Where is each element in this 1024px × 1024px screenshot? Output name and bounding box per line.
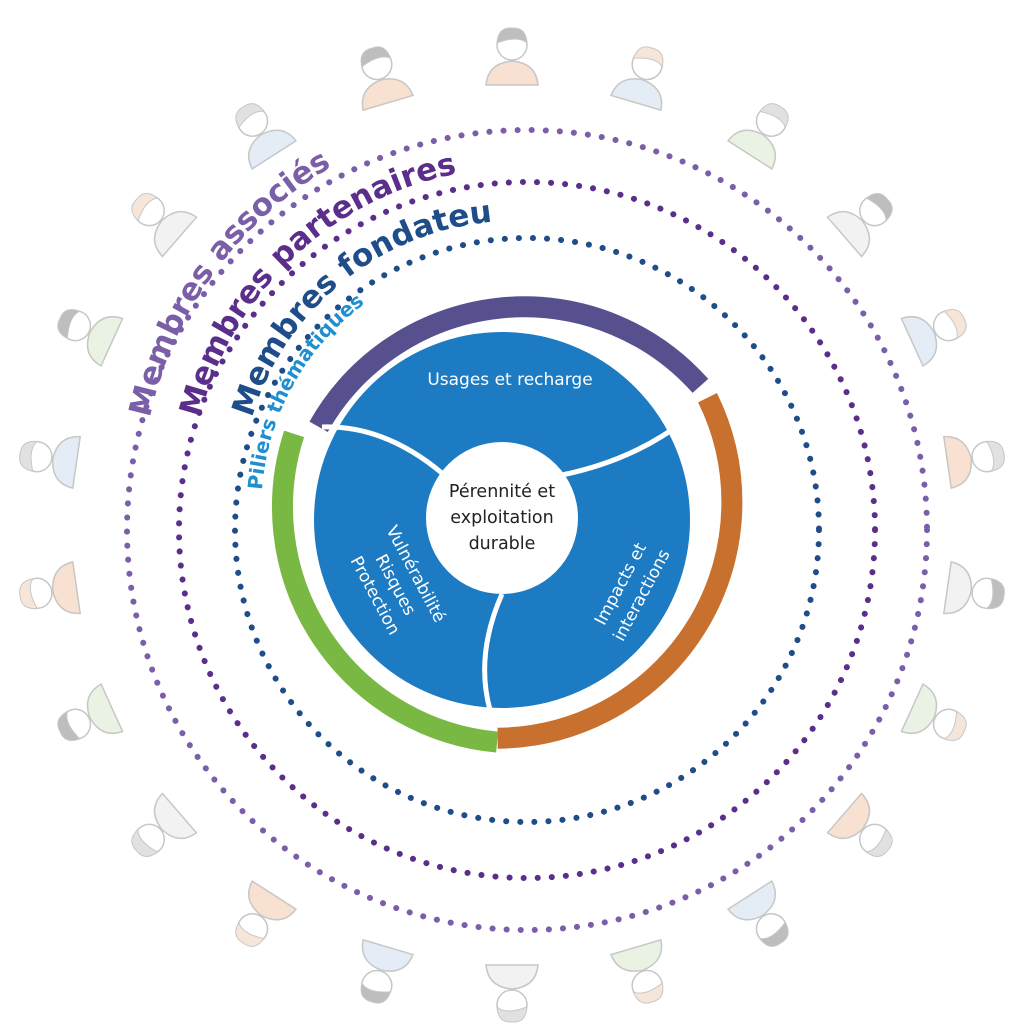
accent-arc-vulnerabilite <box>271 430 499 753</box>
person-avatar-icon <box>57 308 124 367</box>
person-avatar-icon <box>131 792 198 857</box>
person-avatar-icon <box>726 103 789 170</box>
person-avatar-icon <box>942 560 1005 615</box>
person-avatar-icon <box>609 938 664 1004</box>
person-avatar-icon <box>19 560 82 615</box>
person-avatar-icon <box>131 193 198 258</box>
person-avatar-icon <box>942 435 1005 490</box>
accent-arc-impacts <box>497 393 743 749</box>
center-label-line3: durable <box>469 534 536 554</box>
person-avatar-icon <box>19 435 82 490</box>
person-avatar-icon <box>235 103 298 170</box>
segment-divider-bottom <box>482 592 505 711</box>
person-avatar-icon <box>360 46 415 112</box>
person-avatar-icon <box>900 308 967 367</box>
center-circle <box>426 442 578 594</box>
person-avatar-icon <box>826 193 893 258</box>
segment-divider-left <box>321 424 445 476</box>
center-label-line1: Pérennité et <box>449 482 555 502</box>
people-ring <box>19 27 1005 1023</box>
person-avatar-icon <box>900 683 967 742</box>
center-label-line2: exploitation <box>450 508 553 528</box>
accent-arc-usages <box>309 296 709 432</box>
person-avatar-icon <box>485 27 539 86</box>
person-avatar-icon <box>485 964 539 1023</box>
person-avatar-icon <box>57 683 124 742</box>
person-avatar-icon <box>826 792 893 857</box>
segment-divider-right <box>561 416 690 478</box>
person-avatar-icon <box>609 46 664 112</box>
person-avatar-icon <box>360 938 415 1004</box>
person-avatar-icon <box>726 880 789 947</box>
person-avatar-icon <box>235 880 298 947</box>
segment-label-usages: Usages et recharge <box>427 370 592 390</box>
ring-partenaires-dots <box>176 179 878 881</box>
ring-associes-dots <box>124 127 930 933</box>
ring-fondateurs-dots <box>232 235 822 825</box>
